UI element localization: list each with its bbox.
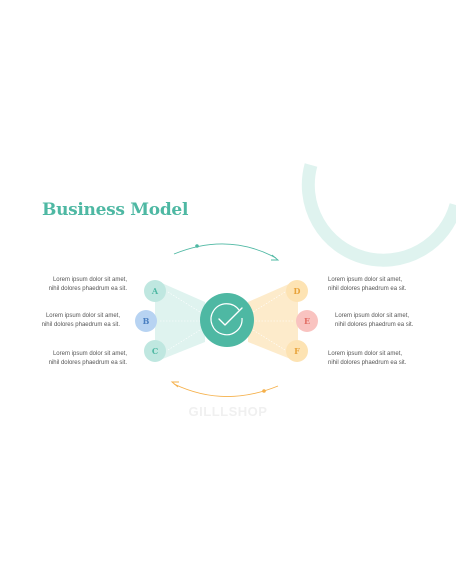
- top-arrow-dot: [195, 244, 199, 248]
- node-a-description: Lorem ipsum dolor sit amet, nihil dolore…: [49, 276, 127, 293]
- node-d-description: Lorem ipsum dolor sit amet, nihil dolore…: [328, 276, 406, 293]
- node-a: [144, 280, 166, 302]
- top-flow-arrow: [173, 243, 277, 259]
- desc-line: nihil dolores phaedrum ea sit.: [335, 321, 414, 328]
- connector-lines: [160, 291, 293, 351]
- desc-line: nihil dolores phaedrum ea sit.: [328, 359, 407, 366]
- node-c: [144, 340, 166, 362]
- node-f-label: F: [294, 346, 300, 356]
- node-e: [296, 310, 318, 332]
- node-c-description: Lorem ipsum dolor sit amet, nihil dolore…: [49, 350, 127, 367]
- desc-line: Lorem ipsum dolor sit amet,: [52, 277, 127, 283]
- node-b-description: Lorem ipsum dolor sit amet, nihil dolore…: [42, 312, 120, 329]
- bottom-arrow-dot: [262, 389, 266, 393]
- desc-line: Lorem ipsum dolor sit amet,: [328, 277, 403, 283]
- node-c-label: C: [152, 346, 158, 356]
- desc-line: Lorem ipsum dolor sit amet,: [328, 351, 403, 357]
- node-d: [286, 280, 308, 302]
- decorative-arc: [301, 163, 456, 267]
- right-fan: [248, 280, 298, 362]
- desc-line: nihil dolores phaedrum ea sit.: [328, 285, 407, 292]
- watermark: GILLLSHOP: [188, 404, 268, 419]
- node-e-label: E: [304, 316, 310, 326]
- left-fan: [155, 280, 205, 362]
- desc-line: nihil dolores phaedrum ea sit.: [41, 321, 120, 328]
- desc-line: Lorem ipsum dolor sit amet,: [52, 351, 127, 357]
- node-e-description: Lorem ipsum dolor sit amet, nihil dolore…: [335, 312, 413, 329]
- page-title: Business Model: [42, 200, 189, 220]
- desc-line: Lorem ipsum dolor sit amet,: [45, 313, 120, 319]
- node-a-label: A: [151, 286, 159, 296]
- node-b-label: B: [143, 316, 150, 326]
- desc-line: Lorem ipsum dolor sit amet,: [335, 313, 410, 319]
- center-hub: [200, 293, 254, 347]
- node-f: [286, 340, 308, 362]
- node-d-label: D: [294, 286, 301, 296]
- desc-line: nihil dolores phaedrum ea sit.: [48, 285, 127, 292]
- desc-line: nihil dolores phaedrum ea sit.: [48, 359, 127, 366]
- top-arrow-head: [271, 254, 280, 261]
- bottom-arrow-head: [170, 381, 179, 388]
- checkmark-icon: [210, 303, 243, 336]
- bottom-flow-arrow: [173, 383, 279, 397]
- node-f-description: Lorem ipsum dolor sit amet, nihil dolore…: [328, 350, 406, 367]
- node-b: [135, 310, 157, 332]
